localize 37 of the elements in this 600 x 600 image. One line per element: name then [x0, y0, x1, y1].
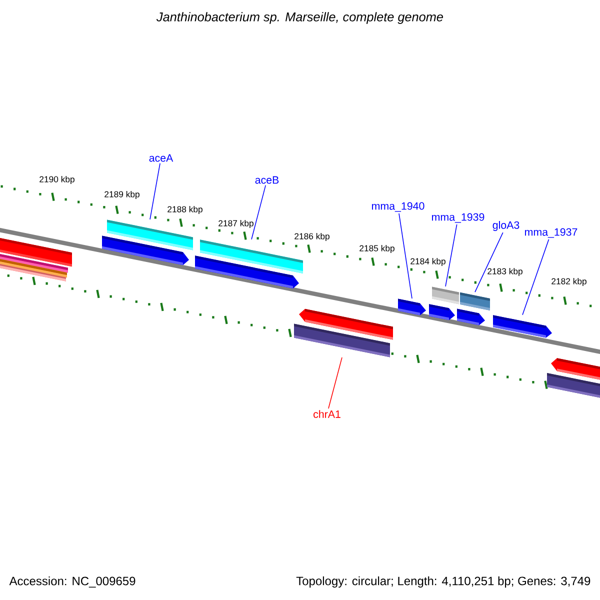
gene-label: aceA: [149, 154, 174, 162]
scale-label: 2184 kbp: [410, 258, 446, 266]
gene-feature: [200, 240, 303, 274]
leader-line: [398, 212, 412, 299]
leader-line: [150, 162, 160, 220]
gene-feature: [460, 292, 490, 310]
gene-label: mma_1937: [525, 228, 578, 238]
gene-feature: [0, 263, 66, 282]
gene-feature: [551, 358, 600, 381]
scale-label: 2185 kbp: [360, 244, 394, 254]
gene-feature: [432, 286, 459, 304]
footer-text: Topology: circular; Length: 4,110,251 bp; Genes: 3,749: [296, 576, 590, 588]
leader-line: [328, 357, 342, 409]
gene-feature: [493, 315, 552, 338]
scale-label: 2186 kbp: [294, 232, 330, 242]
gene-feature: [398, 298, 426, 316]
gene-label: aceB: [255, 176, 279, 184]
leader-line: [474, 232, 504, 292]
gene-label: mma_1940: [372, 202, 424, 212]
gene-label: gloA3: [492, 221, 520, 231]
gene-feature: [429, 304, 455, 320]
gene-feature: [299, 308, 393, 340]
scale-label: 2190 kbp: [40, 176, 74, 184]
gene-label: chrA1: [314, 410, 340, 418]
gene-feature: [457, 308, 485, 326]
scale-label: 2188 kbp: [168, 206, 202, 214]
footer-text: Accession: NC_009659: [9, 576, 136, 588]
scale-label: 2183 kbp: [488, 268, 522, 276]
leader-line: [522, 238, 550, 316]
leader-line: [445, 224, 458, 287]
scale-label: 2189 kbp: [104, 190, 140, 200]
gene-label: mma_1939: [432, 213, 484, 223]
title: Janthinobacterium sp. Marseille, complete genome: [156, 12, 443, 24]
leader-line: [251, 184, 266, 240]
scale-label: 2182 kbp: [552, 278, 586, 286]
gene-feature: [107, 220, 193, 250]
scale-label: 2187 kbp: [218, 220, 254, 228]
